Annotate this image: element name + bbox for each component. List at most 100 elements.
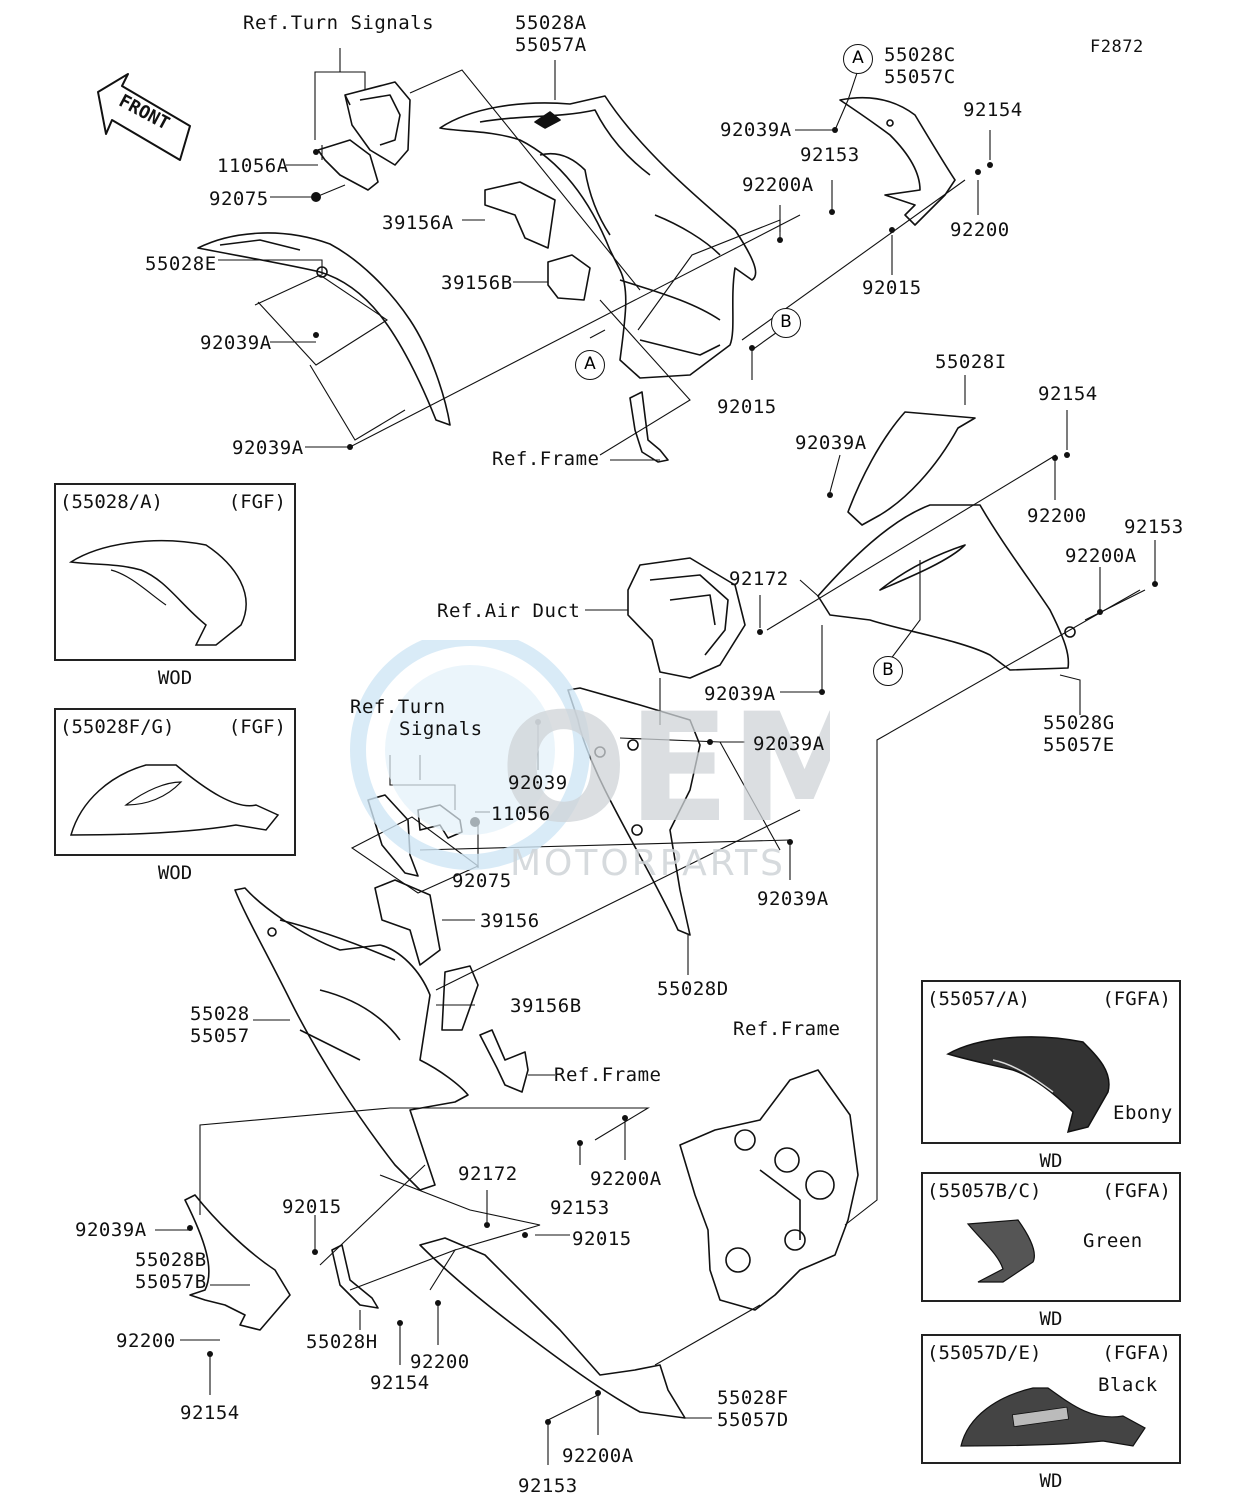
inner-panel-55028e-shape [197,232,451,426]
variant-footer: WOD [157,667,193,689]
label-92039a-7[interactable]: 92039A [757,888,829,910]
pad-39156a-shape [484,181,556,249]
label-92039a-1[interactable]: 92039A [720,119,792,141]
variant-thumbnail [946,1036,1110,1134]
bracket-55028h-shape [331,1244,379,1309]
variant-tag: (FGF) [228,491,286,513]
variant-box-55028-a[interactable]: (55028/A) (FGF) WOD [54,483,296,689]
callout-a-top: A [843,44,873,74]
variant-thumbnail [68,539,247,646]
label-55028b[interactable]: 55028B [135,1249,207,1271]
callout-b-bottom: B [873,656,903,686]
label-55057[interactable]: 55057 [190,1025,250,1047]
label-55057b[interactable]: 55057B [135,1271,207,1293]
variant-box-55057b-c[interactable]: (55057B/C)(FGFA) Green WD [921,1172,1181,1330]
label-92153-3[interactable]: 92153 [550,1197,610,1219]
variant-box-55057-a[interactable]: (55057/A)(FGFA) Ebony WD [921,980,1181,1172]
label-55028a[interactable]: 55028A [515,12,587,34]
pad-39156b-shape [547,254,591,301]
label-92075-2[interactable]: 92075 [452,870,512,892]
label-55028e[interactable]: 55028E [145,253,217,275]
label-92153-2[interactable]: 92153 [1124,516,1184,538]
label-92154-3[interactable]: 92154 [180,1402,240,1424]
panel-55028i-shape [847,411,976,526]
frame-bracket-top-shape [629,391,669,463]
label-92039a-3[interactable]: 92039A [232,437,304,459]
variant-color-label: Ebony [1113,1102,1173,1124]
label-92039[interactable]: 92039 [508,772,568,794]
pad-39156b-mid-shape [441,965,479,1031]
label-55028i[interactable]: 55028I [935,351,1007,373]
label-92200a-1[interactable]: 92200A [742,174,814,196]
label-92200-4[interactable]: 92200 [410,1351,470,1373]
variant-tag: (FGFA) [1102,1180,1171,1202]
label-ref-frame-top: Ref.Frame [492,448,600,470]
label-92039a-6[interactable]: 92039A [753,733,825,755]
label-92015-4[interactable]: 92015 [572,1228,632,1250]
label-55028f[interactable]: 55028F [717,1387,789,1409]
variant-code: (55028/A) [60,491,163,513]
label-ref-frame-mid: Ref.Frame [733,1018,841,1040]
label-92200a-3[interactable]: 92200A [590,1168,662,1190]
variant-footer: WD [1039,1150,1063,1172]
label-39156b-2[interactable]: 39156B [510,995,582,1017]
label-92200-2[interactable]: 92200 [1027,505,1087,527]
upper-cowl-shape [439,95,757,379]
label-92015-3[interactable]: 92015 [282,1196,342,1218]
label-55028h[interactable]: 55028H [306,1331,378,1353]
label-92015-1[interactable]: 92015 [862,277,922,299]
label-92153-1[interactable]: 92153 [800,144,860,166]
label-ref-frame-low: Ref.Frame [554,1064,662,1086]
variant-code: (55057/A) [927,988,1030,1010]
variant-tag: (FGFA) [1102,1342,1171,1364]
label-39156[interactable]: 39156 [480,910,540,932]
side-cowl-55028c-shape [839,96,956,226]
callout-a-bottom: A [575,350,605,380]
label-92172-2[interactable]: 92172 [458,1163,518,1185]
label-11056[interactable]: 11056 [491,803,551,825]
label-92039a-5[interactable]: 92039A [704,683,776,705]
label-39156b-1[interactable]: 39156B [441,272,513,294]
variant-footer: WD [1039,1470,1063,1492]
label-92200-3[interactable]: 92200 [116,1330,176,1352]
label-92154-4[interactable]: 92154 [370,1372,430,1394]
callout-b-top: B [771,308,801,338]
label-92039a-4[interactable]: 92039A [795,432,867,454]
label-55028g[interactable]: 55028G [1043,712,1115,734]
label-55057e[interactable]: 55057E [1043,734,1115,756]
variant-tag: (FGF) [228,716,286,738]
variant-box-55057d-e[interactable]: (55057D/E)(FGFA) Black WD [921,1334,1181,1492]
label-92200a-4[interactable]: 92200A [562,1445,634,1467]
label-92075-1[interactable]: 92075 [209,188,269,210]
frame-shape [679,1069,859,1311]
frame-bracket-mid-shape [479,1029,529,1093]
label-55028[interactable]: 55028 [190,1003,250,1025]
pad-39156-shape [374,879,441,966]
label-ref-turn-signals-top: Ref.Turn Signals [243,12,435,34]
label-92039a-8[interactable]: 92039A [75,1219,147,1241]
label-92153-4[interactable]: 92153 [518,1475,578,1497]
air-duct-shape [627,557,746,679]
label-92039a-2[interactable]: 92039A [200,332,272,354]
label-92200-1[interactable]: 92200 [950,219,1010,241]
label-55057d[interactable]: 55057D [717,1409,789,1431]
label-92172-1[interactable]: 92172 [729,568,789,590]
variant-box-55028f-g[interactable]: (55028F/G)(FGF) WOD [54,708,296,884]
label-92154-1[interactable]: 92154 [963,99,1023,121]
diagram-code: F2872 [1090,37,1144,57]
label-39156a[interactable]: 39156A [382,212,454,234]
label-55057a[interactable]: 55057A [515,34,587,56]
label-ref-air-duct: Ref.Air Duct [437,600,581,622]
variant-code: (55057B/C) [927,1180,1042,1202]
lower-panel-55028f-shape [419,1237,686,1419]
label-55057c[interactable]: 55057C [884,66,956,88]
label-92200a-2[interactable]: 92200A [1065,545,1137,567]
variant-thumbnail [70,764,280,836]
label-55028c[interactable]: 55028C [884,44,956,66]
label-92154-2[interactable]: 92154 [1038,383,1098,405]
turn-signal-mid-shape [367,794,463,877]
label-92015-2[interactable]: 92015 [717,396,777,418]
label-11056a[interactable]: 11056A [217,155,289,177]
lower-cowl-55028b-shape [184,1194,291,1331]
label-55028d[interactable]: 55028D [657,978,729,1000]
